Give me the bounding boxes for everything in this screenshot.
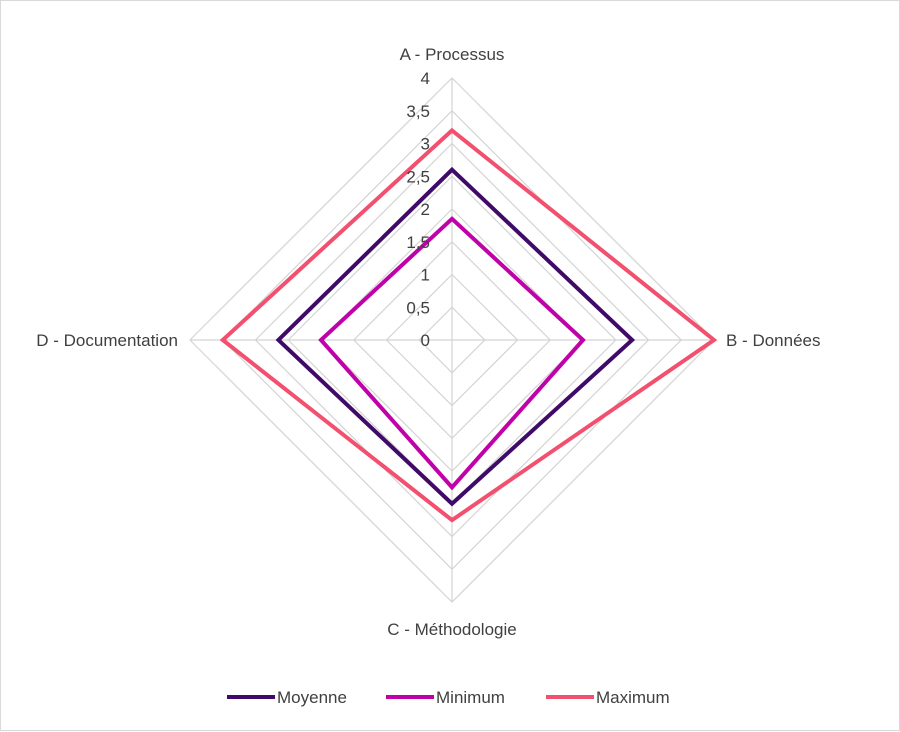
tick-label: 0,5: [406, 298, 430, 317]
series-line-moyenne: [275, 166, 636, 507]
tick-label: 4: [421, 69, 430, 88]
axis-label: C - Méthodologie: [387, 620, 516, 639]
tick-label: 3: [421, 135, 430, 154]
tick-label: 1,5: [406, 233, 430, 252]
tick-label: 2: [421, 200, 430, 219]
axis-label: A - Processus: [400, 45, 505, 64]
axis-label: B - Données: [726, 331, 821, 350]
axis-label: D - Documentation: [36, 331, 178, 350]
tick-label: 2,5: [406, 167, 430, 186]
tick-label: 0: [421, 331, 430, 350]
legend-label: Maximum: [596, 688, 670, 707]
legend-label: Minimum: [436, 688, 505, 707]
series-line-maximum: [219, 127, 718, 523]
legend-label: Moyenne: [277, 688, 347, 707]
series-line-minimum: [318, 216, 586, 491]
tick-label: 3,5: [406, 102, 430, 121]
tick-label: 1: [421, 266, 430, 285]
